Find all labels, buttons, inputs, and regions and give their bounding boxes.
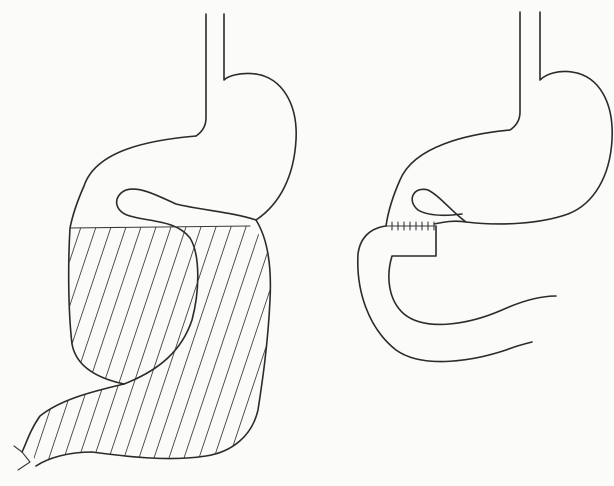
left-esophagus-right-wall bbox=[224, 14, 256, 80]
left-figure-stomach-before bbox=[0, 14, 360, 486]
left-duodenum-cut-end bbox=[14, 446, 30, 470]
right-angular-notch bbox=[412, 189, 466, 222]
right-stomach-outer-contour bbox=[434, 72, 612, 224]
left-angular-notch bbox=[117, 189, 256, 384]
left-stomach-outer-contour bbox=[36, 74, 296, 466]
right-figure-stomach-after bbox=[358, 12, 612, 362]
right-jejunal-loop-inner bbox=[389, 226, 556, 324]
right-jejunal-loop-outer bbox=[358, 226, 532, 362]
left-duodenum-upper bbox=[22, 384, 124, 452]
right-esophagus bbox=[510, 12, 520, 130]
left-transection-line bbox=[70, 226, 250, 228]
right-esophagus-right-wall bbox=[540, 12, 572, 80]
left-stomach-lesser-outer bbox=[69, 136, 196, 384]
left-esophagus bbox=[196, 14, 206, 136]
right-stomach-lesser-outer bbox=[386, 130, 510, 226]
